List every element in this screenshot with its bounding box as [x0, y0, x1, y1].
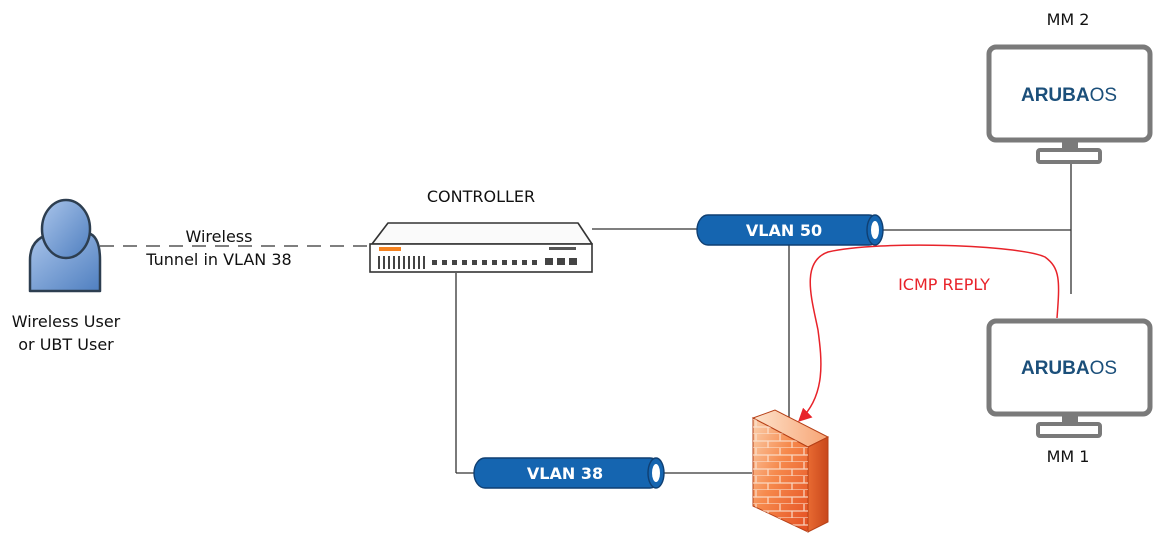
icmp-reply-label: ICMP REPLY — [898, 275, 990, 294]
user-label-line1: Wireless User — [12, 312, 121, 331]
controller-label: CONTROLLER — [427, 187, 535, 206]
mm2-brand-light: OS — [1090, 85, 1117, 106]
icmp-reply-arrow — [798, 244, 1060, 422]
mm2-brand-bold: ARUBA — [1021, 85, 1090, 106]
mm1-brand-light: OS — [1090, 358, 1117, 379]
mm2-label: MM 2 — [1047, 10, 1090, 29]
mm2-brand: ARUBAOS — [1021, 85, 1117, 106]
tunnel-label-line2: Tunnel in VLAN 38 — [145, 250, 291, 269]
firewall-icon — [751, 409, 830, 533]
mm1-brand-bold: ARUBA — [1021, 358, 1090, 379]
connections — [100, 162, 1072, 474]
mm1-monitor-icon — [986, 318, 1153, 438]
tunnel-label-line1: Wireless — [186, 227, 253, 246]
user-label-line2: or UBT User — [18, 335, 114, 354]
mm1-label: MM 1 — [1047, 447, 1090, 466]
vlan-50-label: VLAN 50 — [746, 221, 822, 240]
vlan-38-pipe: VLAN 38 — [473, 457, 665, 489]
mm2-monitor-icon — [986, 44, 1153, 164]
vlan-50-pipe: VLAN 50 — [696, 214, 884, 246]
vlan-38-label: VLAN 38 — [527, 464, 603, 483]
controller-status-led — [379, 247, 401, 251]
mm1-brand: ARUBAOS — [1021, 358, 1117, 379]
controller-icon — [369, 222, 593, 273]
user-icon — [28, 198, 102, 293]
